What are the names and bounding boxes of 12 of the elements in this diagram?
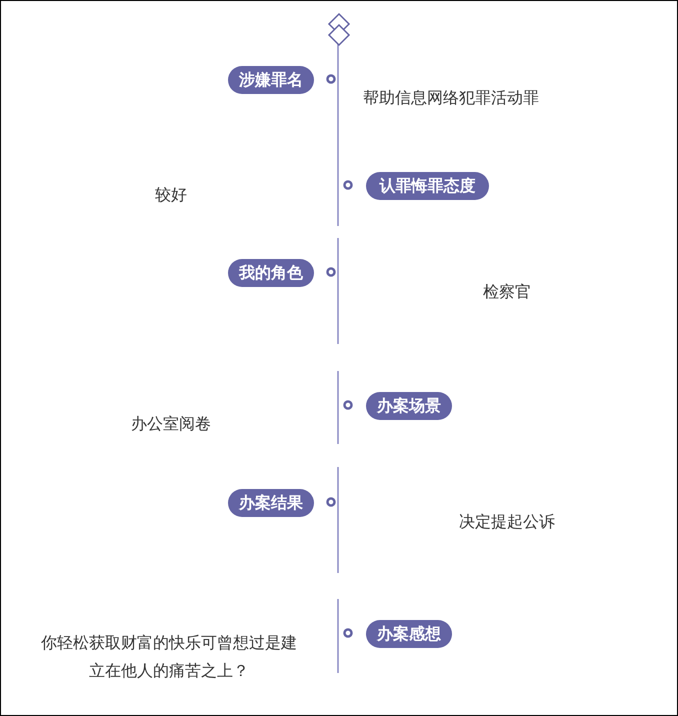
description-text: 你轻松获取财富的快乐可曾想过是建立在他人的痛苦之上？: [40, 632, 298, 682]
description-text: 决定提起公诉: [458, 511, 556, 533]
description-text: 检察官: [482, 281, 532, 303]
label-pill: 认罪悔罪态度: [366, 172, 489, 200]
label-pill: 涉嫌罪名: [228, 66, 314, 94]
label-pill: 办案感想: [366, 620, 452, 648]
description-text: 办公室阅卷: [130, 413, 212, 435]
description-text: 帮助信息网络犯罪活动罪: [362, 87, 540, 109]
label-pill: 办案结果: [228, 489, 314, 517]
label-pill: 办案场景: [366, 392, 452, 420]
description-text: 较好: [154, 184, 188, 206]
label-pill: 我的角色: [228, 259, 314, 287]
